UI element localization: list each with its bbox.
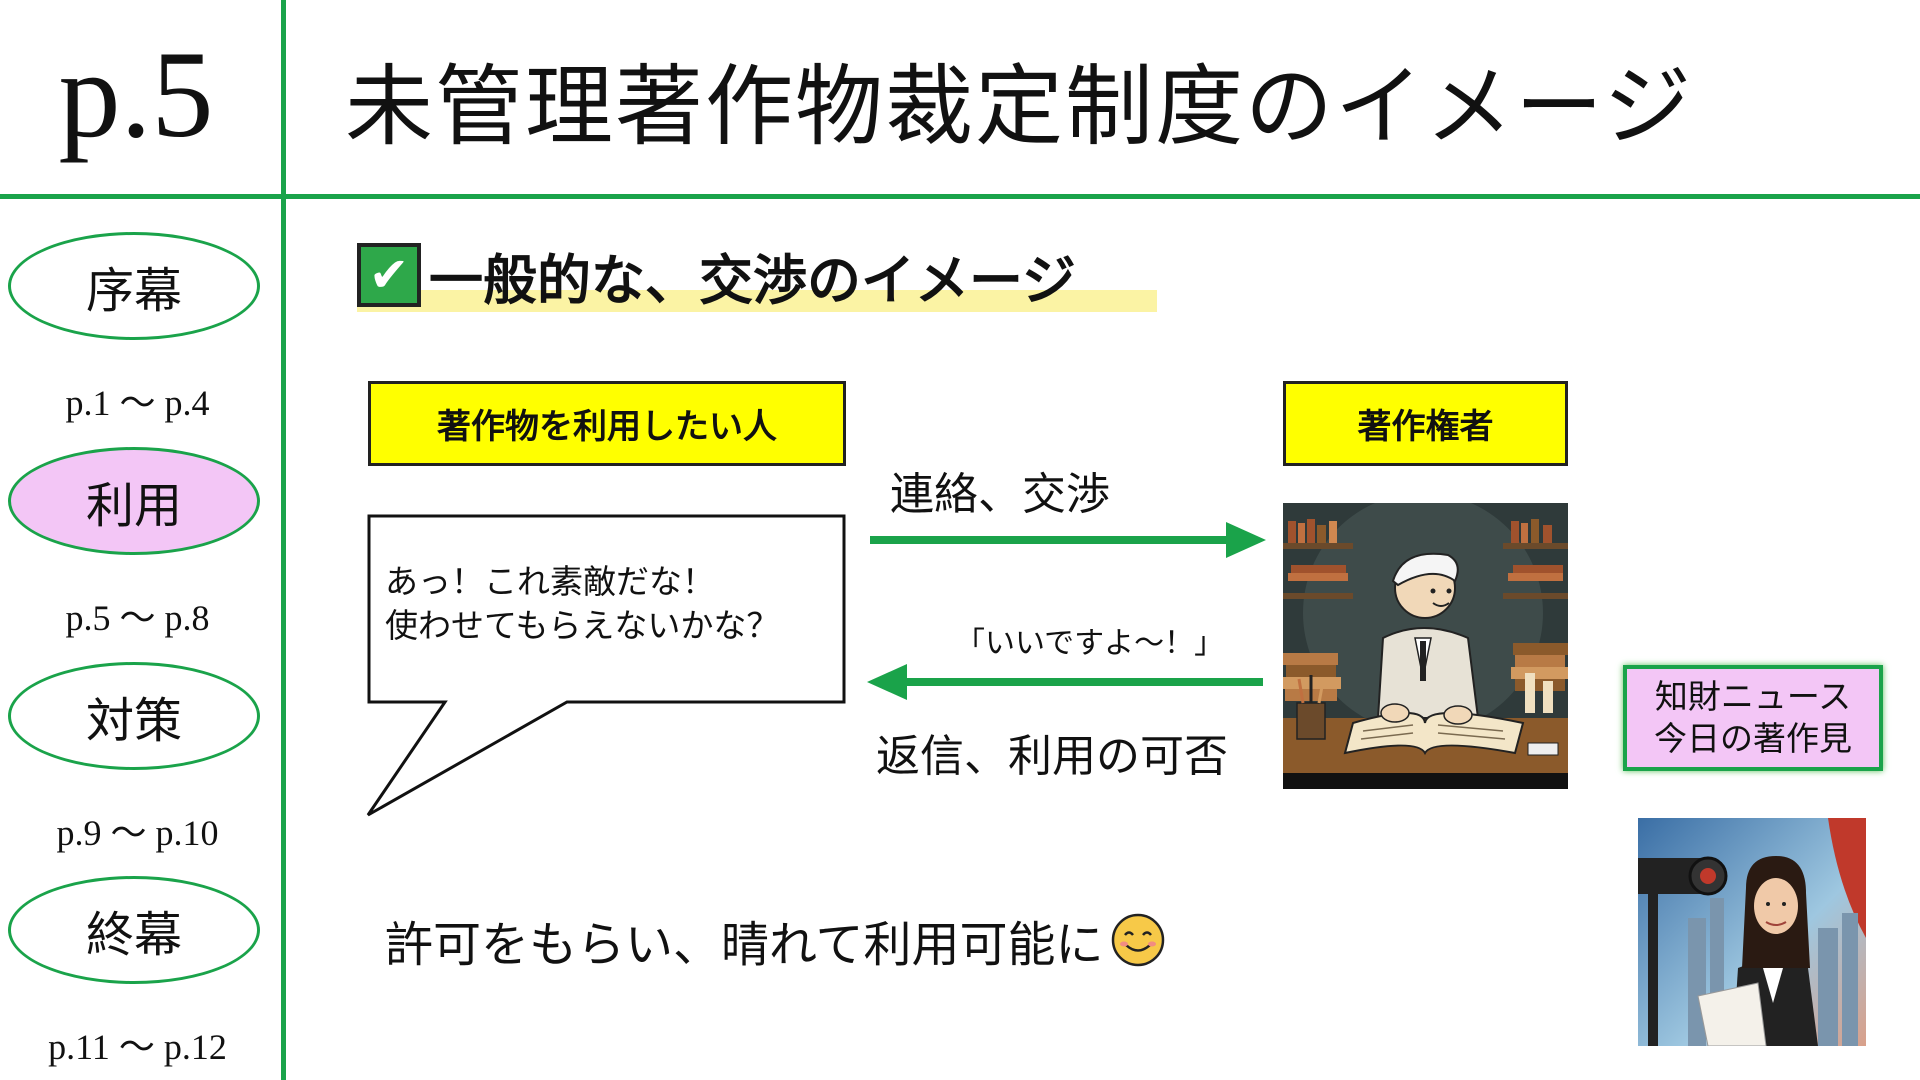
contact-label: 連絡、交渉 (890, 469, 1110, 520)
nav-range-usage: p.5 〜 p.8 (65, 598, 210, 638)
nav-range-epilogue: p.11 〜 p.12 (48, 1027, 227, 1067)
vertical-divider (281, 0, 286, 1080)
nav-item-prologue[interactable]: 序幕 (8, 232, 260, 340)
speech-bubble-text: あっ！これ素敵だな！ 使わせてもらえないかな？ (385, 560, 779, 648)
arrow-right-icon (870, 522, 1266, 558)
nav-item-epilogue[interactable]: 終幕 (8, 876, 260, 984)
nav-range-countermeasures: p.9 〜 p.10 (56, 813, 219, 853)
result-text: 許可をもらい、晴れて利用可能に (385, 917, 1104, 973)
page-number: p.5 (58, 26, 214, 163)
section-heading: ✔ 一般的な、交渉のイメージ (357, 240, 1076, 312)
user-label: 著作物を利用したい人 (368, 381, 846, 466)
page-title: 未管理著作物裁定制度のイメージ (345, 55, 1694, 158)
ip-news-subtitle: 今日の著作見 (1654, 719, 1852, 758)
news-presenter-image (1638, 818, 1866, 1046)
section-highlight (357, 290, 1157, 312)
result-message: 許可をもらい、晴れて利用可能に (385, 905, 1166, 975)
copyright-holder-label: 著作権者 (1283, 381, 1568, 466)
section-title: 一般的な、交渉のイメージ (429, 247, 1076, 312)
horizontal-divider (0, 194, 1920, 199)
author-writing-illustration (1283, 503, 1568, 789)
smiling-face-icon (1111, 913, 1164, 967)
reply-quote: 「いいですよ〜！」 (955, 626, 1225, 661)
speech-line-1: あっ！これ素敵だな！ (385, 562, 715, 601)
ip-news-title: 知財ニュース (1654, 677, 1852, 716)
ip-news-badge: 知財ニュース 今日の著作見 (1623, 665, 1883, 771)
nav-range-prologue: p.1 〜 p.4 (65, 383, 210, 423)
arrow-left-icon (867, 664, 1263, 700)
nav-item-usage[interactable]: 利用 (8, 447, 260, 555)
speech-line-2: 使わせてもらえないかな？ (385, 606, 780, 645)
reply-label: 返信、利用の可否 (876, 731, 1228, 782)
nav-item-countermeasures[interactable]: 対策 (8, 662, 260, 770)
check-mark-icon: ✔ (357, 243, 421, 307)
